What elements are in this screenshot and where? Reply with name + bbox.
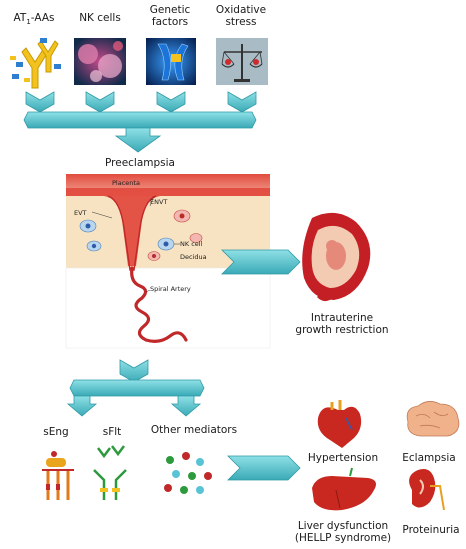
top-collector-bar bbox=[23, 111, 257, 153]
sflt-label: sFlt bbox=[102, 426, 122, 438]
placenta-illustration bbox=[65, 174, 271, 349]
seng-molecule-icon bbox=[42, 451, 74, 500]
chromosome-icon bbox=[146, 38, 196, 85]
preeclampsia-title: Preeclampsia bbox=[105, 157, 175, 169]
sflt-molecule-icon bbox=[93, 445, 127, 500]
balance-scale-icon bbox=[216, 38, 268, 85]
hypertension-label: Hypertension bbox=[307, 452, 379, 464]
eclampsia-label: Eclampsia bbox=[402, 452, 456, 464]
proteinuria-label: Proteinuria bbox=[402, 524, 460, 536]
outcomes-arrow bbox=[227, 455, 301, 481]
iugr-arrow bbox=[221, 249, 301, 275]
brain-icon bbox=[406, 401, 460, 437]
mediator-bar bbox=[66, 359, 205, 417]
envt-label: ENVT bbox=[150, 198, 168, 206]
nk-cell-label: NK cell bbox=[180, 240, 203, 248]
kidney-icon bbox=[409, 469, 445, 511]
seng-label: sEng bbox=[43, 426, 69, 438]
factor-label-nk-cells: NK cells bbox=[79, 12, 121, 24]
placenta-label: Placenta bbox=[112, 179, 140, 187]
heart-icon bbox=[317, 400, 362, 448]
evt-label: EVT bbox=[74, 209, 87, 217]
uterus-fetus-icon bbox=[302, 212, 371, 302]
autoantibody-icon bbox=[10, 38, 61, 89]
liver-icon bbox=[312, 467, 376, 511]
liver-dysfunction-label: Liver dysfunction(HELLP syndrome) bbox=[294, 520, 392, 544]
spiral-artery-label: Spiral Artery bbox=[150, 285, 191, 293]
factor-arrows bbox=[25, 91, 257, 113]
nk-cells-icon bbox=[74, 38, 126, 85]
mediator-dots-icon bbox=[164, 452, 212, 494]
other-mediators-label: Other mediators bbox=[150, 424, 238, 436]
factor-label-at1-aas: AT1-AAs bbox=[13, 12, 55, 27]
decidua-label: Decidua bbox=[180, 253, 207, 261]
